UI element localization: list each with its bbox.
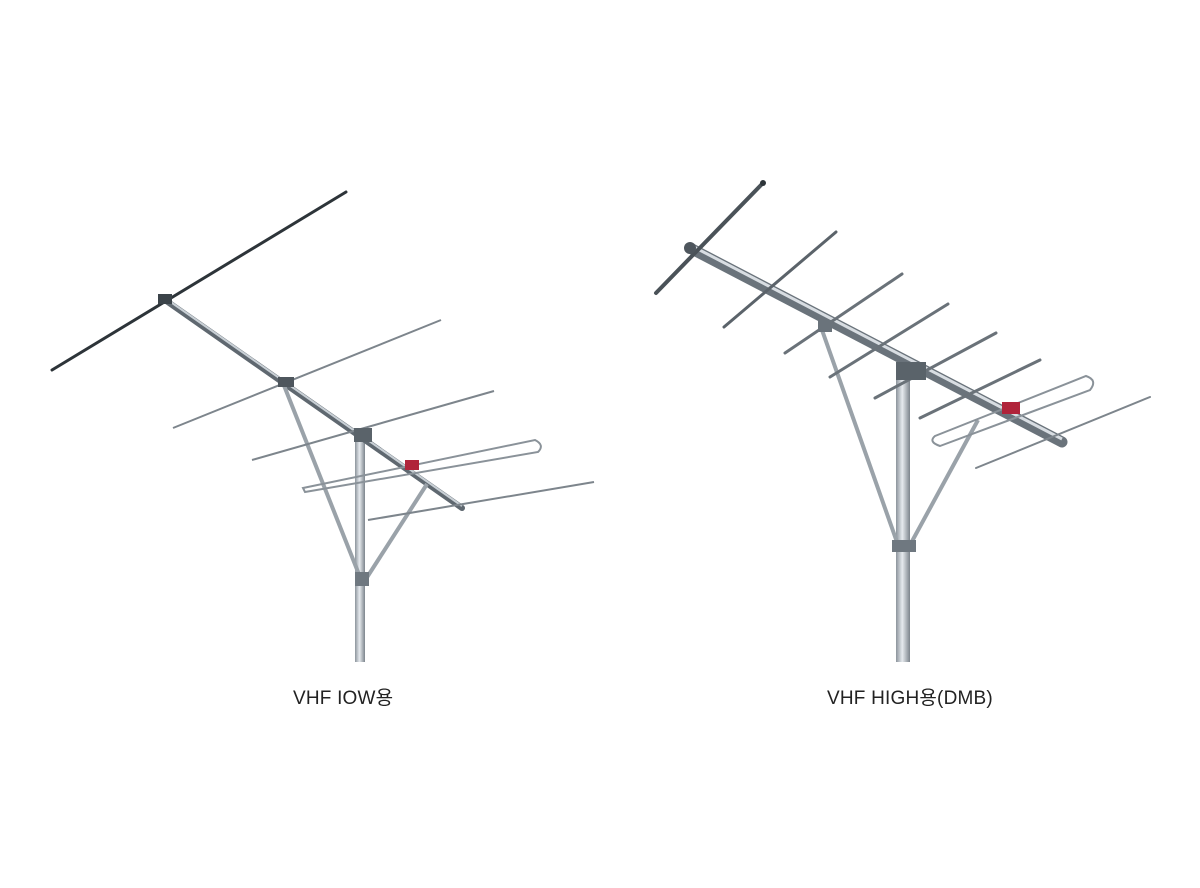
vhf-low-antenna-image: [50, 190, 595, 662]
vhf-high-dmb-antenna-image: [654, 180, 1151, 662]
antenna-figure-vhf-low: VHF IOW용: [50, 190, 595, 709]
caption-vhf-high-dmb: VHF HIGH용(DMB): [827, 688, 993, 709]
caption-vhf-low: VHF IOW용: [293, 688, 394, 709]
antenna-figure-vhf-high-dmb: VHF HIGH용(DMB): [600, 0, 1200, 888]
